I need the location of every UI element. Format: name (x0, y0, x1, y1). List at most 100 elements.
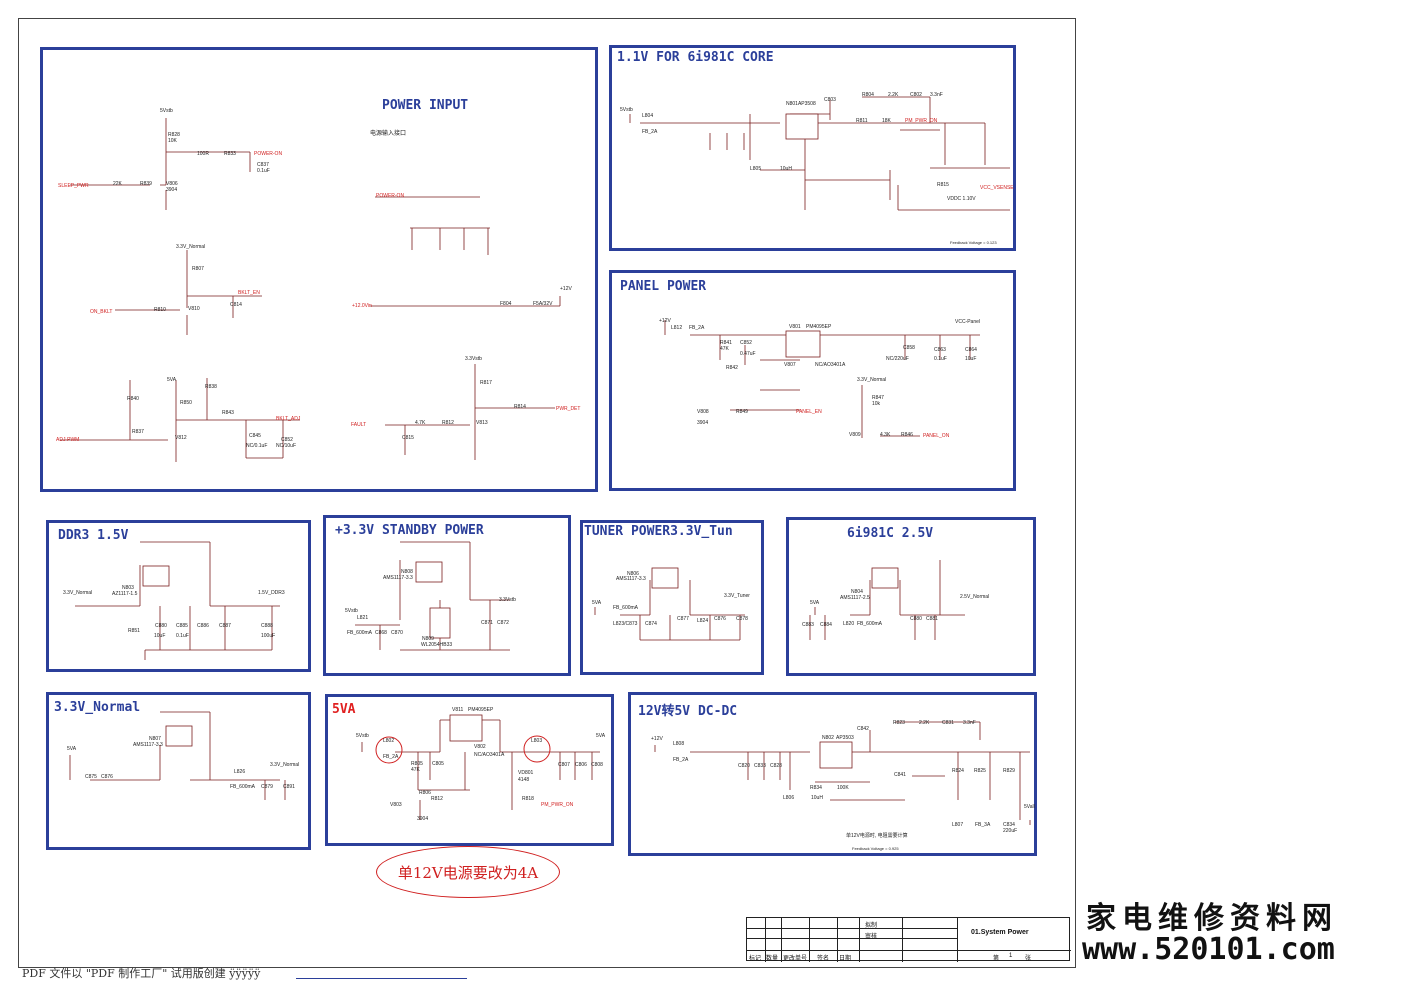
label: R807 (192, 266, 204, 272)
label: C815 (402, 435, 414, 441)
label: R828 (168, 132, 180, 138)
label: N808 (401, 569, 413, 575)
label: R806 (419, 790, 431, 796)
label: L821 (357, 615, 369, 621)
label: NC/0.1uF (246, 443, 268, 449)
annotation-text: 单12V电源要改为4A (397, 863, 539, 882)
watermark-url: www.520101.com (1082, 932, 1335, 967)
schematic-sheet-border (18, 18, 1076, 968)
label: 0.47uF (740, 351, 756, 357)
label: R812 (442, 420, 454, 426)
label: L806 (783, 795, 795, 801)
power-input-subtitle: 电源输入接口 (370, 131, 407, 137)
title-block: 拟制 审核 01.System Power 标记 数量 更改单号 签名 日期 第… (746, 917, 1071, 962)
ddr3-title: DDR3 1.5V (58, 528, 129, 543)
label: C807 (558, 762, 570, 768)
label: C852 (281, 437, 293, 443)
label: C883 (802, 622, 814, 628)
panel-title: PANEL POWER (620, 279, 707, 294)
label: F804 (500, 301, 512, 307)
net-label: FAULT (351, 422, 367, 428)
label: C845 (249, 433, 261, 439)
label: R814 (514, 404, 526, 410)
label: L824 (697, 618, 709, 624)
label: C880 (910, 616, 922, 622)
net-label: +12.0Vin (352, 303, 372, 309)
label: Feedback Voltage = 0.925 (852, 846, 899, 851)
net-label: PWR_DET (556, 406, 581, 412)
label: 3.3Vstb (465, 356, 482, 362)
page-suffix: 张 (1025, 956, 1032, 962)
label: C874 (645, 621, 657, 627)
power-input-title: POWER INPUT (382, 98, 469, 113)
label: 10uH (811, 795, 823, 801)
label: WL2054HB33 (421, 642, 453, 648)
label: R849 (736, 409, 748, 415)
label: C887 (219, 623, 231, 629)
label: AMS1117-3.3 (616, 576, 646, 582)
col-mark: 标记 (749, 956, 762, 962)
label: AMS1117-3.3 (133, 742, 163, 748)
label: L803 (531, 738, 543, 744)
label: N806 (627, 571, 639, 577)
label: 5VA (592, 600, 602, 606)
label: C871 (481, 620, 493, 626)
label: R825 (974, 768, 986, 774)
label: R847 (872, 395, 884, 401)
label: AMS1117-3.3 (383, 575, 413, 581)
label: L820 (843, 621, 855, 627)
label: 0.1uF (934, 356, 947, 362)
label: AZ1117-1.5 (112, 591, 138, 597)
label: C886 (197, 623, 209, 629)
label: VD801 (518, 770, 534, 776)
label: C875 (85, 774, 97, 780)
label: C891 (283, 784, 295, 790)
label: R818 (522, 796, 534, 802)
label: C842 (857, 726, 869, 732)
label: C888 (261, 623, 273, 629)
block-ddr3 (46, 520, 311, 672)
label: 3.3Vstb (499, 597, 516, 603)
block-power-input (40, 47, 598, 492)
label: 10K (168, 138, 177, 144)
label: V806 (166, 181, 178, 187)
page-prefix: 第 (993, 956, 1000, 962)
label: 100R (197, 151, 209, 157)
label: 3.3nF (963, 720, 976, 726)
label: PM4095EP (806, 324, 832, 330)
label: R804 (862, 92, 874, 98)
label: N804 (851, 589, 863, 595)
label: PM4095EP (468, 707, 494, 713)
pdf-footer-text: PDF 文件以 "PDF 制作工厂" 试用版创建 ÿÿÿÿÿ (22, 967, 261, 980)
label: R839 (140, 181, 152, 187)
label: R851 (128, 628, 140, 634)
label: 3.3nF (930, 92, 943, 98)
block-normal-3v3 (46, 692, 311, 850)
label: N809 (422, 636, 434, 642)
footer-underline (296, 978, 467, 979)
label: C834 (1003, 822, 1015, 828)
label: 100uF (261, 633, 276, 639)
label: NC/AO3401A (815, 362, 846, 368)
label: L812 (671, 325, 683, 331)
label: C852 (740, 340, 752, 346)
label: C864 (965, 347, 977, 353)
label: C806 (575, 762, 587, 768)
label: 4.7K (415, 420, 426, 426)
label: 1.5V_DDR3 (258, 590, 285, 596)
review-label: 审核 (865, 934, 878, 940)
label: VCC-Panel (955, 319, 981, 325)
label: 47K (720, 346, 729, 352)
label: C870 (391, 630, 403, 636)
net-label: PANEL_ON (923, 433, 950, 439)
label: R834 (810, 785, 822, 791)
label: VDDC 1.10V (947, 196, 976, 202)
label: V807 (784, 362, 796, 368)
label: 3904 (417, 816, 429, 822)
label: L807 (952, 822, 964, 828)
label: 5VA (596, 733, 606, 739)
label: R843 (222, 410, 234, 416)
label: V803 (390, 802, 402, 808)
sheet-name: 01.System Power (971, 929, 1029, 936)
label: 3.3V_Normal (270, 762, 300, 768)
